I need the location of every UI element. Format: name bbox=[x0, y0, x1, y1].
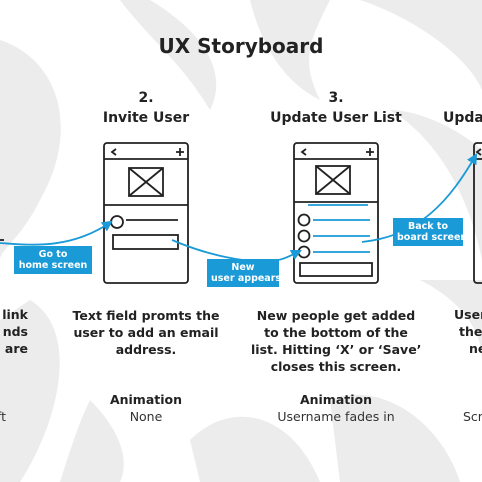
step-2-heading: Invite User bbox=[102, 110, 190, 126]
page-title: UX Storyboard bbox=[158, 34, 324, 58]
step-2-desc-line: Text field promts the bbox=[72, 308, 220, 323]
step-4-heading: Updat bbox=[443, 110, 482, 126]
callout-line: Go to bbox=[38, 249, 68, 260]
step-3-number: 3. bbox=[328, 90, 344, 106]
step-4-desc-line: the bbox=[459, 324, 482, 339]
callout-go-home: Go to home screen bbox=[14, 246, 92, 274]
step-4-description: User the ne bbox=[454, 306, 482, 357]
step-2-animation-value: None bbox=[129, 409, 163, 424]
callout-line: Back to bbox=[408, 221, 448, 232]
step-3-desc-line: New people get added bbox=[256, 308, 416, 323]
step-4-desc-line: User bbox=[454, 307, 482, 322]
callout-new-user: New user appears bbox=[207, 259, 282, 287]
callout-line: board screen bbox=[397, 232, 468, 243]
callout-back-board: Back to board screen bbox=[393, 218, 468, 246]
step-3-description: New people get added to the bottom of th… bbox=[251, 307, 421, 375]
step-1-desc-line: are bbox=[4, 341, 28, 356]
step-3-heading: Update User List bbox=[270, 110, 402, 126]
step-3-desc-line: closes this screen. bbox=[270, 359, 402, 374]
step-1-animation-value: ft bbox=[0, 409, 6, 424]
step-4-desc-line: ne bbox=[469, 341, 482, 356]
step-1-description: link nds are bbox=[0, 306, 28, 357]
step-1-desc-line: nds bbox=[2, 324, 28, 339]
step-2-number: 2. bbox=[138, 90, 154, 106]
callout-line: user appears bbox=[211, 273, 282, 284]
callout-line: home screen bbox=[18, 260, 88, 271]
step-3-desc-line: to the bottom of the bbox=[264, 325, 408, 340]
step-2-desc-line: user to add an email bbox=[73, 325, 219, 340]
step-1-desc-line: link bbox=[2, 307, 28, 322]
step-4-animation-value: Scr bbox=[463, 409, 482, 424]
step-1-heading: e bbox=[0, 108, 8, 128]
step-3-animation-label: Animation bbox=[299, 392, 373, 407]
step-3-desc-line: list. Hitting ‘X’ or ‘Save’ bbox=[251, 342, 422, 357]
step-3-animation-value: Username fades in bbox=[277, 409, 395, 424]
step-2-desc-line: address. bbox=[115, 342, 177, 357]
callout-line: New bbox=[231, 262, 255, 273]
step-2-animation-label: Animation bbox=[109, 392, 183, 407]
step-2-description: Text field promts the user to add an ema… bbox=[66, 307, 226, 358]
